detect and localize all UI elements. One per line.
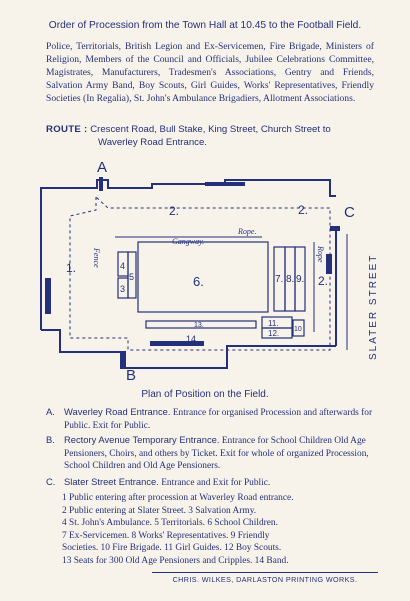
outer-boundary-wall bbox=[40, 179, 336, 330]
gate-a-label: A bbox=[97, 159, 107, 176]
entrance-c-body: Slater Street Entrance. Entrance and Exi… bbox=[46, 476, 376, 490]
route-section: ROUTE : Crescent Road, Bull Stake, King … bbox=[46, 123, 376, 149]
entrance-b-text: Entrance for School Children Old Age Pen… bbox=[64, 436, 369, 471]
wall-block-top bbox=[205, 182, 245, 186]
area-6-label: 6. bbox=[193, 274, 204, 289]
entrance-a: A. Waverley Road Entrance. Entrance for … bbox=[46, 406, 376, 432]
entrance-b-letter: B. bbox=[46, 434, 55, 445]
footer-rule bbox=[152, 572, 378, 573]
entrance-c-text: Entrance and Exit for Public. bbox=[161, 478, 271, 488]
slater-street-label: SLATER STREET bbox=[368, 254, 379, 360]
entrance-b: B. Rectory Avenue Temporary Entrance. En… bbox=[46, 434, 376, 473]
area-4-label: 4 bbox=[120, 261, 125, 271]
printer-imprint: CHRIS. WILKES, DARLASTON PRINTING WORKS. bbox=[172, 575, 358, 584]
area-9-block bbox=[294, 246, 306, 312]
area-13-label: 13. bbox=[194, 322, 204, 329]
area-2-top-right-label: 2. bbox=[298, 203, 308, 217]
wall-block-bottom bbox=[150, 341, 204, 346]
entrance-a-letter: A. bbox=[46, 406, 55, 417]
area-1-label: 1. bbox=[66, 261, 76, 275]
area-11-label: 11. bbox=[268, 319, 279, 328]
area-7-label: 7. bbox=[275, 274, 283, 285]
area-8-label: 8. bbox=[286, 274, 294, 285]
procession-title: Order of Procession from the Town Hall a… bbox=[48, 20, 362, 31]
entrance-c-name: Slater Street Entrance. bbox=[64, 476, 159, 487]
gangway-label: Gangway. bbox=[172, 237, 204, 246]
area-14-label: 14. bbox=[186, 334, 199, 344]
entrance-c: C. Slater Street Entrance. Entrance and … bbox=[46, 476, 376, 490]
route-label: ROUTE : bbox=[46, 124, 88, 135]
entrance-a-text: Entrance for organised Procession and af… bbox=[64, 408, 373, 431]
rope-right-label: Rope bbox=[316, 245, 325, 263]
legend-line: 1 Public entering after procession at Wa… bbox=[62, 493, 294, 503]
entrance-a-name: Waverley Road Entrance. bbox=[64, 406, 171, 417]
area-6-school-children bbox=[137, 241, 269, 313]
gate-b-post bbox=[120, 351, 126, 369]
gate-c-label: C bbox=[344, 204, 355, 221]
area-5-block bbox=[127, 251, 137, 299]
area-9-label: 9. bbox=[296, 274, 304, 285]
area-2-right-label: 2. bbox=[318, 274, 328, 288]
procession-order-text: Police, Territorials, British Legion and… bbox=[46, 41, 374, 104]
legend-line: Societies. 10 Fire Brigade. 11 Girl Guid… bbox=[62, 543, 282, 554]
area-10-block bbox=[292, 319, 305, 337]
area-12-label: 12. bbox=[268, 329, 279, 338]
gate-c-post bbox=[330, 226, 340, 231]
area-12-block bbox=[261, 327, 293, 339]
rope-top-label: Rope. bbox=[237, 227, 256, 236]
route-line-1: Crescent Road, Bull Stake, King Street, … bbox=[90, 124, 331, 135]
area-10-label: 10 bbox=[294, 326, 302, 333]
legend-line: 4 St. John's Ambulance. 5 Territorials. … bbox=[62, 518, 278, 529]
entrance-b-name: Rectory Avenue Temporary Entrance. bbox=[64, 434, 220, 445]
fence-label: Fence bbox=[92, 247, 101, 268]
route-line-2: Waverley Road Entrance. bbox=[98, 137, 207, 148]
area-2-top-label: 2. bbox=[169, 204, 179, 218]
wall-block-left bbox=[45, 278, 51, 314]
wall-block-right bbox=[326, 254, 332, 274]
area-5-label: 5 bbox=[129, 272, 134, 282]
gate-b-label: B bbox=[126, 367, 136, 384]
entrance-b-body: Rectory Avenue Temporary Entrance. Entra… bbox=[46, 434, 376, 473]
gate-a-post bbox=[99, 177, 103, 191]
legend-line: 13 Seats for 300 Old Age Pensioners and … bbox=[62, 555, 289, 566]
field-plan-diagram: A B C 1. 2. 2. 2. 6. 4 3 5 7. 8. 9. 13. … bbox=[40, 159, 379, 384]
dashed-fence-line bbox=[69, 195, 331, 351]
area-13-seats bbox=[145, 320, 257, 329]
plan-title: Plan of Position on the Field. bbox=[141, 389, 269, 400]
legend-line: 7 Ex-Servicemen. 8 Works' Representative… bbox=[62, 530, 270, 541]
legend-line: 2 Public entering at Slater Street. 3 Sa… bbox=[62, 505, 257, 516]
entrance-a-body: Waverley Road Entrance. Entrance for org… bbox=[46, 406, 376, 432]
entrance-c-letter: C. bbox=[46, 476, 56, 487]
position-legend: 1 Public entering after procession at Wa… bbox=[62, 492, 376, 568]
area-3-label: 3 bbox=[120, 284, 125, 294]
